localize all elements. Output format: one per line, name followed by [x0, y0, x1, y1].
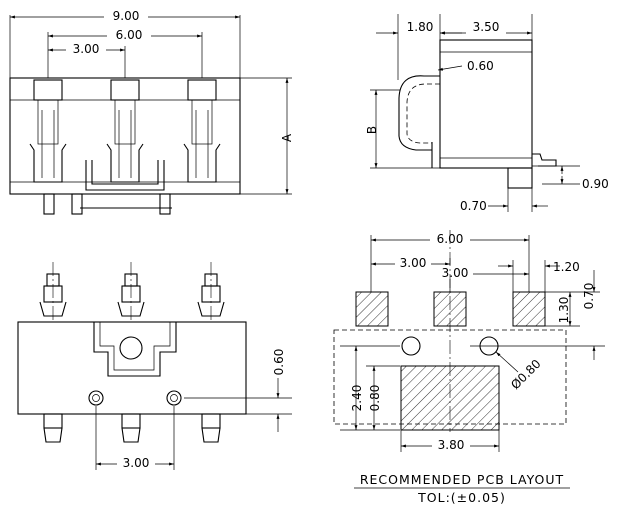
pcb-dim-big-pad-width: 3.80 [438, 438, 465, 452]
dim-pin-pitch: 3.00 [123, 456, 150, 470]
dim-total-width: 9.00 [113, 9, 140, 23]
pcb-hole-left [401, 336, 421, 356]
dim-outer-pitch: 6.00 [116, 28, 143, 42]
pcb-dim-pad-height: 1.30 [557, 297, 571, 324]
side-view: 1.80 3.50 0.60 B 0.90 0 [365, 14, 609, 213]
pcb-dim-pad-offset: 0.70 [582, 283, 596, 310]
dim-pitch: 3.00 [73, 42, 100, 56]
pcb-pad-left [355, 291, 389, 327]
dim-contact-thickness: 0.60 [467, 59, 494, 73]
pcb-hole-right [479, 336, 499, 356]
pcb-layout-title: RECOMMENDED PCB LAYOUT [360, 472, 564, 487]
pcb-dim-big-pad-height: 2.40 [350, 385, 364, 412]
pcb-dim-pitch-left: 3.00 [400, 256, 427, 270]
pcb-layout-tolerance: TOL:(±0.05) [417, 490, 506, 505]
dim-height-b: B [365, 126, 379, 134]
lower-pins [43, 413, 221, 443]
pcb-pad-right [512, 291, 546, 327]
dim-height-a: A [280, 133, 294, 142]
upper-pins [39, 262, 225, 322]
pcb-layout: 6.00 3.00 3.00 1.20 1.30 0.70 [333, 230, 605, 505]
contact-left [29, 79, 67, 183]
dim-offset: 0.60 [272, 349, 286, 376]
pcb-dim-big-pad-offset: 0.80 [368, 385, 382, 412]
pcb-dim-pitch-right: 3.00 [442, 266, 469, 280]
pcb-pad-large [400, 365, 500, 431]
contact-right [183, 79, 221, 183]
contact-center [106, 79, 144, 183]
dim-body-depth: 3.50 [473, 20, 500, 34]
dim-tab-width: 0.70 [460, 199, 487, 213]
front-view: 9.00 6.00 3.00 [9, 8, 294, 215]
pcb-dim-hole-dia: Ø0.80 [508, 357, 543, 392]
dim-contact-offset: 1.80 [407, 20, 434, 34]
dim-tab-height: 0.90 [582, 177, 609, 191]
bottom-view: 0.60 3.00 [17, 262, 292, 470]
pcb-dim-pad-width: 1.20 [553, 260, 580, 274]
